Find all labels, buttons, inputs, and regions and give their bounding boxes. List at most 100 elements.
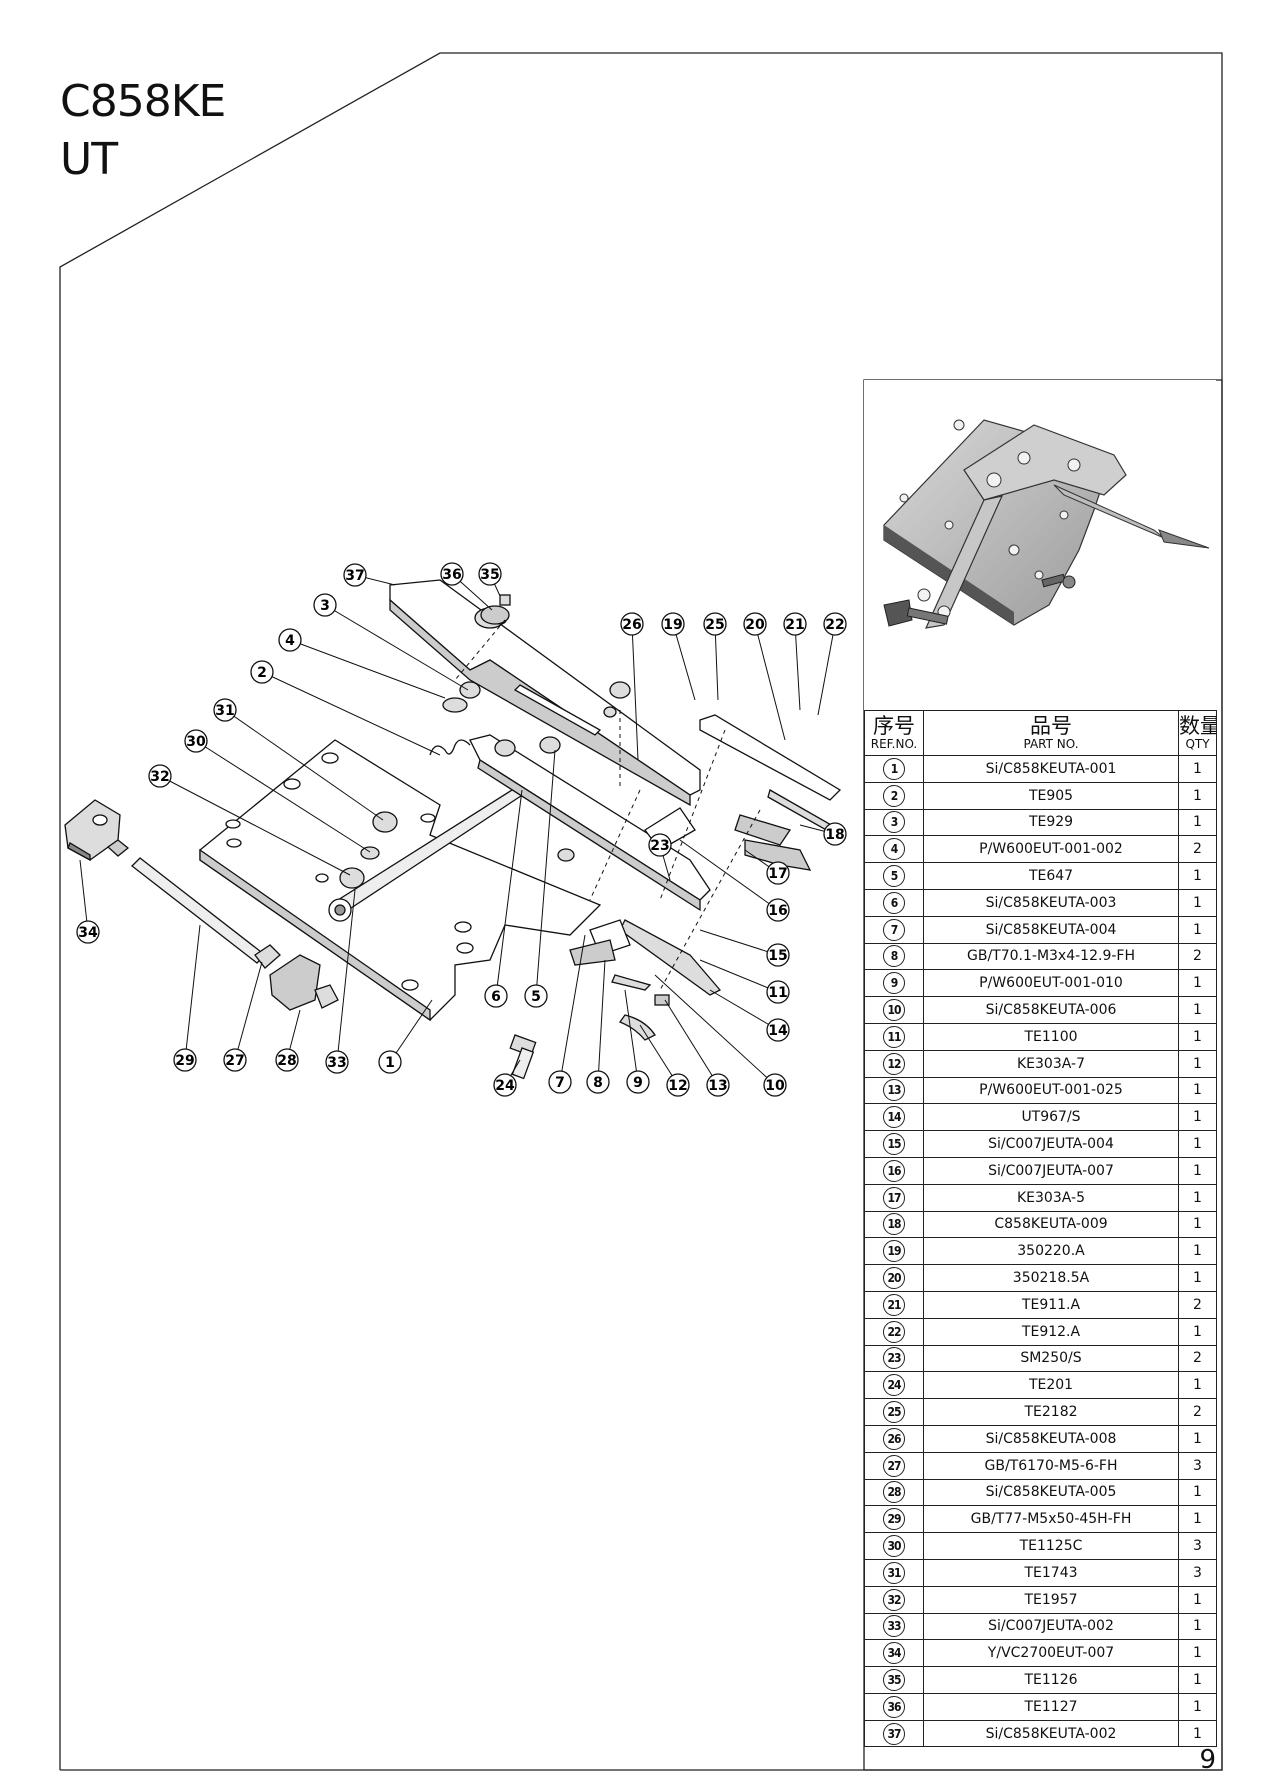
qty-cell: 1: [1178, 1424, 1217, 1453]
qty-cell: 1: [1178, 755, 1217, 783]
callout-13: 13: [706, 1073, 730, 1097]
callout-label: 11: [768, 985, 787, 1001]
callout-label: 27: [225, 1053, 244, 1069]
part-number-cell: Si/C858KEUTA-004: [923, 915, 1179, 944]
ref-number-badge: 23: [883, 1347, 905, 1370]
callout-label: 14: [768, 1023, 788, 1039]
callout-label: 24: [495, 1078, 515, 1094]
ref-column-header: 序号 REF.NO.: [864, 710, 924, 756]
qty-cell: 1: [1178, 1585, 1217, 1614]
ref-cell: 15: [864, 1130, 924, 1158]
ref-number-badge: 2: [883, 784, 905, 807]
callout-label: 3: [320, 598, 330, 614]
ref-number-badge: 31: [883, 1561, 905, 1584]
callout-33: 33: [325, 1050, 349, 1074]
ref-cell: 22: [864, 1317, 924, 1346]
callout-18: 18: [823, 822, 847, 846]
part-number-cell: Si/C858KEUTA-001: [923, 755, 1179, 783]
leader-line: [654, 974, 776, 1086]
part-number-cell: P/W600EUT-001-002: [923, 835, 1179, 864]
qty-cell: 1: [1178, 1692, 1217, 1721]
callout-20: 20: [743, 612, 767, 636]
qty-cell: 2: [1178, 835, 1217, 864]
callout-label: 28: [277, 1053, 296, 1069]
qty-cell: 1: [1178, 969, 1217, 998]
ref-cell: 12: [864, 1049, 924, 1078]
qty-cell: 1: [1178, 1022, 1217, 1051]
ref-cell: 18: [864, 1210, 924, 1239]
callout-label: 21: [785, 617, 804, 633]
callout-label: 34: [78, 925, 98, 941]
ref-cell: 4: [864, 835, 924, 864]
ref-cell: 20: [864, 1264, 924, 1292]
qty-cell: 3: [1178, 1558, 1217, 1587]
callout-4: 4: [278, 628, 302, 652]
leader-line: [535, 749, 556, 997]
callout-24: 24: [493, 1073, 517, 1097]
part-number-cell: Si/C858KEUTA-002: [923, 1719, 1179, 1748]
leader-line: [672, 623, 696, 701]
ref-number-badge: 14: [883, 1106, 905, 1129]
part-number-cell: Si/C007JEUTA-004: [923, 1130, 1179, 1158]
qty-cell: 1: [1178, 1156, 1217, 1185]
qty-cell: 1: [1178, 1237, 1217, 1266]
qty-cell: 1: [1178, 1317, 1217, 1346]
model-title: C858KE: [60, 76, 226, 127]
leader-line: [184, 924, 201, 1061]
callout-25: 25: [703, 612, 727, 636]
ref-cell: 5: [864, 862, 924, 890]
callout-29: 29: [173, 1048, 197, 1072]
callout-15: 15: [766, 943, 790, 967]
callout-label: 13: [708, 1078, 727, 1094]
qty-cell: 1: [1178, 1264, 1217, 1292]
ref-cell: 16: [864, 1156, 924, 1185]
ref-cell: 37: [864, 1719, 924, 1748]
part-number-cell: Si/C007JEUTA-007: [923, 1156, 1179, 1185]
ref-number-badge: 27: [883, 1454, 905, 1477]
part-number-cell: Si/C858KEUTA-008: [923, 1424, 1179, 1453]
callout-label: 7: [555, 1075, 565, 1091]
qty-cell: 1: [1178, 808, 1217, 837]
callout-label: 35: [480, 567, 499, 583]
callout-label: 33: [327, 1055, 346, 1071]
callout-label: 6: [491, 989, 501, 1005]
callout-label: 29: [175, 1053, 194, 1069]
qty-cell: 1: [1178, 915, 1217, 944]
leader-line: [234, 961, 263, 1061]
callout-label: 16: [768, 903, 787, 919]
part-number-cell: Si/C858KEUTA-003: [923, 888, 1179, 917]
callout-label: 15: [768, 948, 787, 964]
part-number-cell: KE303A-5: [923, 1183, 1179, 1212]
leader-line: [639, 1024, 679, 1086]
qty-cell: 1: [1178, 888, 1217, 917]
ref-number-badge: 28: [883, 1481, 905, 1504]
ref-number-badge: 6: [883, 891, 905, 914]
callout-28: 28: [275, 1048, 299, 1072]
ref-cell: 25: [864, 1398, 924, 1426]
part-number-cell: Si/C858KEUTA-006: [923, 996, 1179, 1024]
part-number-cell: Si/C858KEUTA-005: [923, 1478, 1179, 1507]
callout-label: 18: [825, 827, 844, 843]
callout-17: 17: [766, 861, 790, 885]
leader-line: [597, 959, 606, 1083]
ref-cell: 34: [864, 1639, 924, 1668]
part-number-cell: 350218.5A: [923, 1264, 1179, 1292]
leader-line: [261, 671, 441, 756]
leader-line: [794, 623, 801, 711]
ref-cell: 10: [864, 996, 924, 1024]
callout-label: 25: [705, 617, 724, 633]
ref-number-badge: 32: [883, 1588, 905, 1611]
leader-line: [709, 989, 779, 1031]
ref-cell: 27: [864, 1451, 924, 1480]
callout-3: 3: [313, 593, 337, 617]
